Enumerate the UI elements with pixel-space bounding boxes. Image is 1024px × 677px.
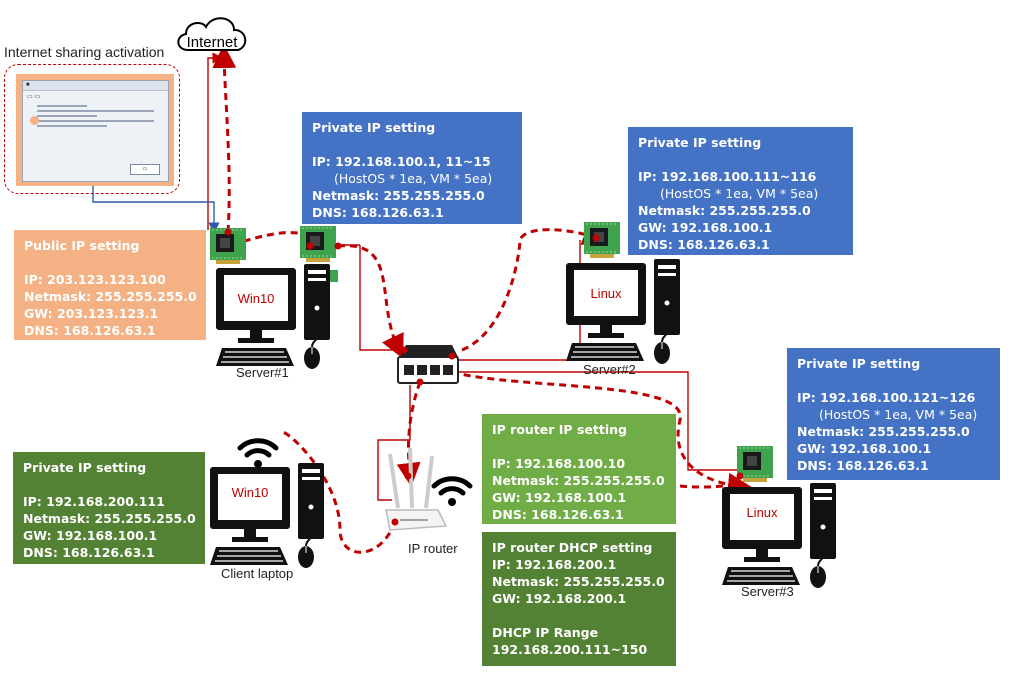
box-line: Netmask: 255.255.255.0 [492,473,665,488]
screen-label-server1: Win10 [238,291,275,306]
box-line: Netmask: 255.255.255.0 [23,511,196,526]
box-line: IP: 192.168.200.1 [492,557,617,572]
box-title: Private IP setting [23,460,147,475]
client-laptop-label: Client laptop [221,566,294,581]
server2-label: Server#2 [583,362,636,377]
box-line: (HostOS * 1ea, VM * 5ea) [819,407,978,422]
nic-card-icon [299,225,337,263]
server3-label: Server#3 [741,584,794,599]
wifi-signal-icon [434,479,470,506]
box-line: Netmask: 255.255.255.0 [24,289,197,304]
box-line: Netmask: 255.255.255.0 [797,424,970,439]
box-title: Public IP setting [24,238,140,253]
internet-sharing-title: Internet sharing activation [4,44,165,60]
box-line: DNS: 168.126.63.1 [492,507,624,522]
screen-label-server2: Linux [590,286,622,301]
box-line: IP: 192.168.100.1, 11~15 [312,154,491,169]
box-line: DNS: 168.126.63.1 [638,237,770,252]
box-line: GW: 192.168.100.1 [797,441,932,456]
box-line: GW: 203.123.123.1 [24,306,159,321]
private-ip-box-server3: Private IP setting IP: 192.168.100.121~1… [787,348,1000,480]
screen-label-client: Win10 [232,485,269,500]
wifi-router-icon [385,447,448,531]
box-line: DNS: 168.126.63.1 [797,458,929,473]
box-line: (HostOS * 1ea, VM * 5ea) [660,186,819,201]
public-ip-box-server1: Public IP setting IP: 203.123.123.100 Ne… [14,230,206,340]
computer-icon: Win10 [209,462,325,569]
nic-card-icon [583,221,621,259]
box-line: IP: 192.168.100.121~126 [797,390,976,405]
computer-icon: Linux [565,258,681,365]
box-line: GW: 192.168.100.1 [23,528,158,543]
sharing-option-bullet [30,116,39,125]
screen-label-server3: Linux [746,505,778,520]
box-line: (HostOS * 1ea, VM * 5ea) [334,171,493,186]
box-title: Private IP setting [797,356,921,371]
connection-points [224,228,744,526]
box-title: IP router DHCP setting [492,540,653,555]
dhcp-range-title: DHCP IP Range [492,625,599,640]
box-line: IP: 192.168.100.10 [492,456,626,471]
internet-sharing-frame [4,64,180,194]
dhcp-range-value: 192.168.200.111~150 [492,642,648,657]
box-line: Netmask: 255.255.255.0 [492,574,665,589]
box-line: GW: 192.168.100.1 [492,490,627,505]
sharing-link [92,178,220,234]
box-line: Netmask: 255.255.255.0 [638,203,811,218]
router-ip-box: IP router IP setting IP: 192.168.100.10 … [482,414,676,524]
router-dhcp-box: IP router DHCP setting IP: 192.168.200.1… [482,532,676,666]
box-line: DNS: 168.126.63.1 [24,323,156,338]
box-title: Private IP setting [312,120,436,135]
internet-label: Internet [187,34,239,51]
box-line: IP: 203.123.123.100 [24,272,166,287]
box-line: IP: 192.168.100.111~116 [638,169,817,184]
private-ip-box-client: Private IP setting IP: 192.168.200.111 N… [13,452,205,564]
computer-icon: Win10 [215,263,331,370]
box-line: DNS: 168.126.63.1 [312,205,444,220]
server1-label: Server#1 [236,365,289,380]
ip-router-label: IP router [408,541,458,556]
box-line: IP: 192.168.200.111 [23,494,165,509]
cloud-icon [177,17,247,51]
box-line: GW: 192.168.200.1 [492,591,627,606]
private-ip-box-server2: Private IP setting IP: 192.168.100.111~1… [628,127,853,255]
box-line: GW: 192.168.100.1 [638,220,773,235]
sharing-dialog-screenshot: ■ ▭ ▭ ▭ [22,80,169,182]
wifi-signal-icon [240,441,276,468]
box-title: Private IP setting [638,135,762,150]
network-switch-icon [397,345,459,384]
computer-icon: Linux [721,482,837,589]
box-line: Netmask: 255.255.255.0 [312,188,485,203]
box-title: IP router IP setting [492,422,627,437]
box-line: DNS: 168.126.63.1 [23,545,155,560]
private-ip-box-server1: Private IP setting IP: 192.168.100.1, 11… [302,112,522,224]
